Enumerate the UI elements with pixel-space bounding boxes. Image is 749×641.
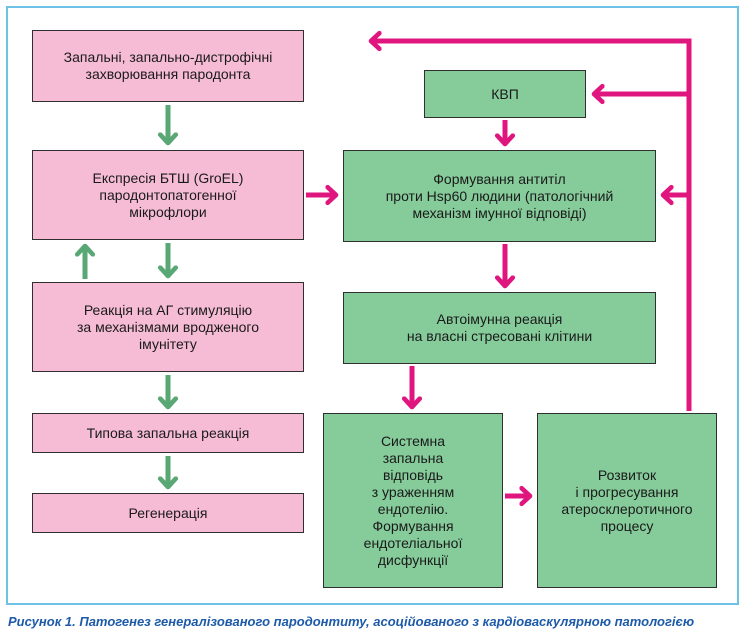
node-antibody-formation: Формування антитіл проти Hsp60 людини (п… [343, 150, 656, 242]
node-typical-inflammation: Типова запальна реакція [32, 413, 304, 453]
node-hsp-expression: Експресія БТШ (GroEL) пародонтопатогенно… [32, 150, 304, 240]
node-innate-reaction: Реакція на АГ стимуляцію за механізмами … [32, 282, 304, 372]
arrow-loop-to-diseases [371, 41, 692, 411]
node-periodontal-diseases: Запальні, запально-дистрофічні захворюва… [32, 30, 304, 102]
figure-caption: Рисунок 1. Патогенез генералізованого па… [8, 614, 695, 629]
node-atherosclerosis: Розвиток і прогресування атеросклеротичн… [537, 413, 717, 588]
node-kvp: КВП [424, 70, 586, 118]
node-autoimmune-reaction: Автоімунна реакція на власні стресовані … [343, 292, 656, 364]
node-regeneration: Регенерація [32, 493, 304, 533]
node-systemic-response: Системна запальна відповідь з ураженням … [323, 413, 503, 588]
